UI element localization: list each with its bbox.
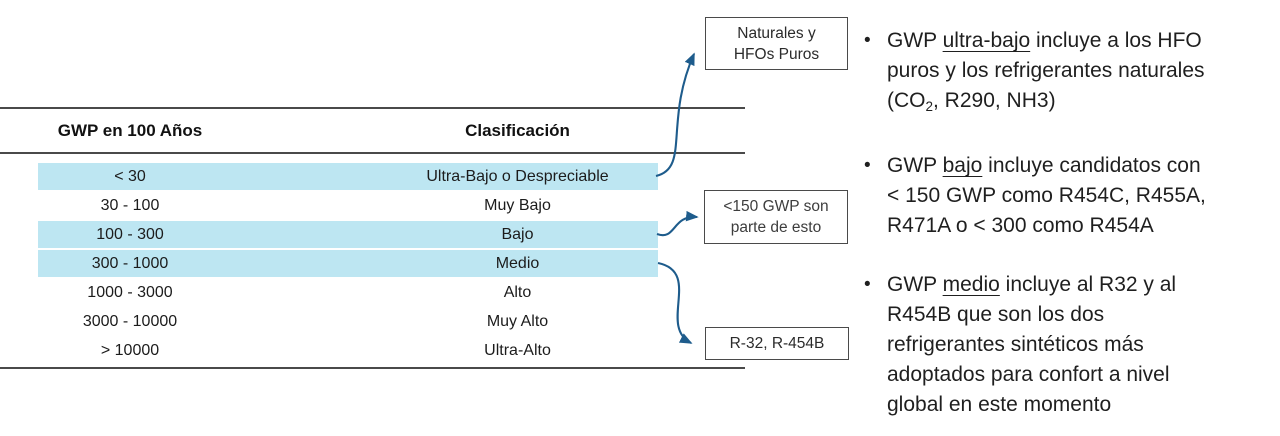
callout-line: R-32, R-454B <box>729 335 825 352</box>
classification-cell: Muy Bajo <box>484 196 551 214</box>
callout-r32-r454b: R-32, R-454B <box>705 327 849 360</box>
classification-cell: Ultra-Bajo o Despreciable <box>426 167 609 185</box>
table-row: 3000 - 10000 Muy Alto <box>0 307 745 336</box>
bullet-marker: • <box>864 274 871 295</box>
bullet-line: adoptados para confort a nivel <box>887 363 1170 386</box>
bullet-marker: • <box>864 30 871 51</box>
bullet-line: GWP medio incluye al R32 y al <box>887 273 1177 296</box>
table-row: < 30 Ultra-Bajo o Despreciable <box>0 162 745 191</box>
bullet-text: GWP medio incluye al R32 y al R454B que s… <box>887 270 1268 420</box>
callout-line: parte de esto <box>730 219 822 236</box>
bullet-line: GWP bajo incluye candidatos con <box>887 154 1201 177</box>
table-row: > 10000 Ultra-Alto <box>0 336 745 365</box>
classification-cell: Alto <box>503 283 532 301</box>
column-header-clasificacion: Clasificación <box>465 120 570 140</box>
table-row: 300 - 1000 Medio <box>0 249 745 278</box>
notes-bullet-list: • GWP ultra-bajo incluye a los HFO puros … <box>864 26 1268 436</box>
table-row: 30 - 100 Muy Bajo <box>0 191 745 220</box>
gwp-range-cell: 300 - 1000 <box>91 254 169 272</box>
table-bottom-rule <box>0 367 745 369</box>
callout-line: <150 GWP son <box>723 198 829 215</box>
row-highlight <box>38 250 658 277</box>
row-highlight <box>38 221 658 248</box>
table-row: 1000 - 3000 Alto <box>0 278 745 307</box>
gwp-range-cell: 3000 - 10000 <box>82 312 178 330</box>
bullet-item: • GWP bajo incluye candidatos con < 150 G… <box>864 151 1268 241</box>
gwp-range-cell: 100 - 300 <box>96 225 164 243</box>
gwp-range-cell: > 10000 <box>100 341 160 359</box>
table-header-row: GWP en 100 Años Clasificación <box>0 109 745 152</box>
callout-line: HFOs Puros <box>733 45 820 63</box>
gwp-range-cell: 30 - 100 <box>100 196 160 214</box>
callout-150gwp: <150 GWP son parte de esto <box>704 190 848 244</box>
callout-line: Naturales y <box>737 24 816 42</box>
gwp-range-cell: 1000 - 3000 <box>87 283 173 301</box>
table-row: 100 - 300 Bajo <box>0 220 745 249</box>
callout-naturales-hfos: Naturales y HFOs Puros <box>705 17 848 70</box>
bullet-text: GWP bajo incluye candidatos con < 150 GWP… <box>887 151 1268 241</box>
gwp-range-cell: < 30 <box>114 167 146 185</box>
classification-cell: Medio <box>495 254 540 272</box>
bullet-marker: • <box>864 155 871 176</box>
bullet-line: GWP ultra-bajo incluye a los HFO <box>887 29 1202 52</box>
column-header-gwp: GWP en 100 Años <box>57 120 203 140</box>
bullet-line: refrigerantes sintéticos más <box>887 333 1144 356</box>
table-header-rule <box>0 152 745 154</box>
bullet-text: GWP ultra-bajo incluye a los HFO puros y … <box>887 26 1268 122</box>
bullet-line: R454B que son los dos <box>887 303 1105 326</box>
classification-cell: Ultra-Alto <box>484 341 551 359</box>
bullet-line: R471A o < 300 como R454A <box>887 214 1154 237</box>
row-highlight <box>38 163 658 190</box>
classification-cell: Muy Alto <box>486 312 549 330</box>
bullet-item: • GWP medio incluye al R32 y al R454B que… <box>864 270 1268 420</box>
bullet-line: global en este momento <box>887 393 1112 416</box>
table-top-rule <box>0 107 745 109</box>
bullet-line: < 150 GWP como R454C, R455A, <box>887 184 1206 207</box>
table-body: < 30 Ultra-Bajo o Despreciable 30 - 100 … <box>0 162 745 365</box>
bullet-line: puros y los refrigerantes naturales <box>887 59 1205 82</box>
bullet-item: • GWP ultra-bajo incluye a los HFO puros … <box>864 26 1268 122</box>
bullet-line: (CO2, R290, NH3) <box>887 89 1056 114</box>
classification-cell: Bajo <box>501 225 534 243</box>
